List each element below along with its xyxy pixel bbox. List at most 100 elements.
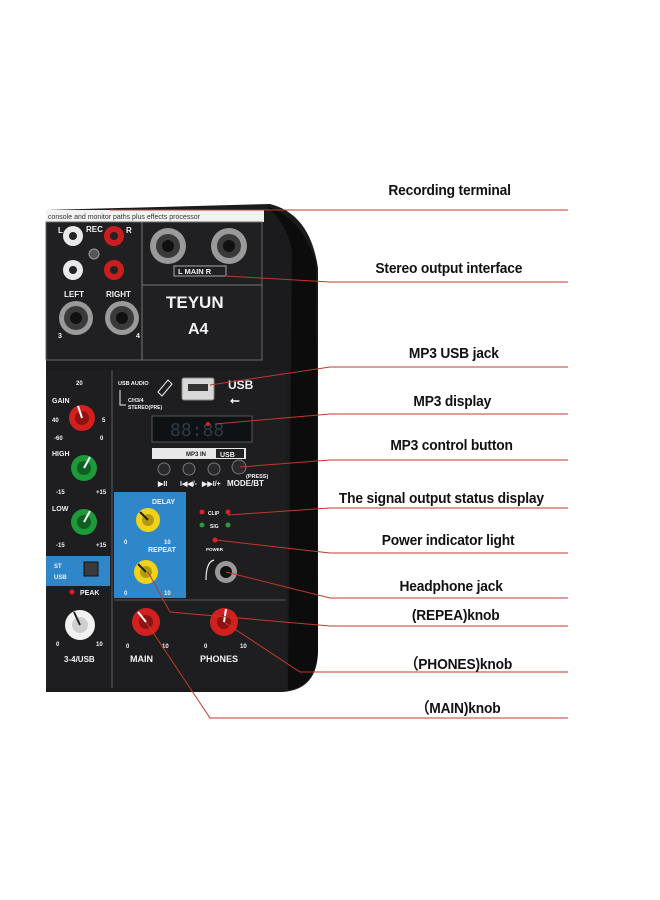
gain-label: GAIN [52,398,70,405]
prev-button[interactable] [182,462,196,476]
leader-signal [227,507,568,516]
repeat-min: 0 [124,591,128,597]
brand-logo: TEYUN [166,293,224,312]
callout-recording-terminal: Recording terminal [388,182,511,199]
headphone-icon [205,559,215,581]
gain-0: 0 [100,436,104,442]
clip-led-2 [225,509,231,515]
delay-max: 10 [164,540,171,546]
rca-jack-white-1[interactable] [63,226,83,246]
left-label: LEFT [64,290,84,299]
stereo-pre-label: STEREO(PRE) [128,405,163,411]
gain-knob[interactable] [69,405,95,431]
phones-min: 0 [204,644,208,650]
mp3-display [151,415,253,443]
callout-signal-status: The signal output status display [338,490,544,507]
mixer-side-shell [266,206,318,690]
btn-play-label: ▶II [157,481,167,488]
gain-60: -60 [54,436,63,442]
high-max: +15 [96,490,107,496]
usb-sw-label: USB [54,575,67,581]
top-strip [46,210,264,222]
rca-jack-white-2[interactable] [63,260,83,280]
gain-20: 20 [76,381,83,387]
main-out-label: L MAIN R [178,267,212,276]
callout-main-knob: （MAIN)knob [415,700,501,717]
btn-prev-label: I◀◀/- [180,481,198,488]
ch34-label: CH3/4 [128,398,145,404]
sig-led-1 [199,522,205,528]
clip-label: CLIP [208,511,220,517]
power-label: POWER [206,547,224,552]
sig-led-2 [225,522,231,528]
callout-repeat-knob: (REPEA)knob [411,607,500,624]
gain-5: 5 [102,418,106,424]
leader-main [145,621,568,719]
peak-led [69,589,75,595]
callout-stereo-output: Stereo output interface [375,260,523,277]
jack-num-4: 4 [136,333,140,340]
power-led [212,537,218,543]
rca-jack-red-1[interactable] [104,226,124,246]
jack-left[interactable] [59,301,93,335]
next-button[interactable] [207,462,221,476]
usb-port-slot [188,384,208,391]
phones-max: 10 [240,644,247,650]
leader-phones [223,621,568,673]
callout-mp3-usb-jack: MP3 USB jack [408,345,499,362]
jack-right[interactable] [105,301,139,335]
btn-next-label: ▶▶I/+ [201,481,221,488]
repeat-label: REPEAT [148,547,177,554]
play-pause-button[interactable] [157,462,171,476]
usb-audio-label: USB AUDIO [118,381,149,387]
sig-label: SIG [210,524,219,530]
main-out-jack-l[interactable] [150,228,186,264]
leader-repeat [147,571,568,627]
main-min: 0 [126,644,130,650]
leader-usb-jack [209,366,568,386]
st-label: ST [54,564,62,570]
screw-icon [88,248,100,260]
main-out-label-box [173,265,227,277]
gain-40: 40 [52,418,59,424]
repeat-knob[interactable] [134,560,158,584]
leader-display [214,413,568,425]
low-label: LOW [52,506,69,513]
display-red-dot-icon [206,422,210,426]
main-max: 10 [162,644,169,650]
rec-label: REC [86,225,103,234]
high-knob[interactable] [71,455,97,481]
level-34usb-knob[interactable] [65,610,95,640]
st-usb-switch[interactable] [83,561,99,577]
rec-r-label: R [126,226,132,235]
st-usb-panel [46,556,110,586]
low-min: -15 [56,543,65,549]
delay-knob[interactable] [136,508,160,532]
callout-headphone-jack: Headphone jack [399,578,503,595]
level-min: 0 [56,642,60,648]
peak-label: PEAK [80,590,99,597]
jack-num-3: 3 [58,333,62,340]
callout-mp3-control: MP3 control button [390,437,513,454]
leader-control [239,459,568,468]
leader-power [215,539,568,554]
mp3in-strip [152,448,246,459]
low-max: +15 [96,543,107,549]
delay-label: DELAY [152,499,175,506]
repeat-max: 10 [164,591,171,597]
usb-badge [216,449,244,458]
knob-34usb-label: 3-4/USB [64,655,95,664]
usb-badge-text: USB [220,452,235,459]
rca-jack-red-2[interactable] [104,260,124,280]
level-max: 10 [96,642,103,648]
rec-l-label: L [58,226,63,235]
main-label: MAIN [130,654,153,664]
low-knob[interactable] [71,509,97,535]
callout-phones-knob: （PHONES)knob [404,656,513,673]
press-label: (PRESS) [246,474,268,480]
clip-led-1 [199,509,205,515]
model-label: A4 [188,321,209,338]
phones-label: PHONES [200,654,238,664]
main-out-jack-r[interactable] [211,228,247,264]
